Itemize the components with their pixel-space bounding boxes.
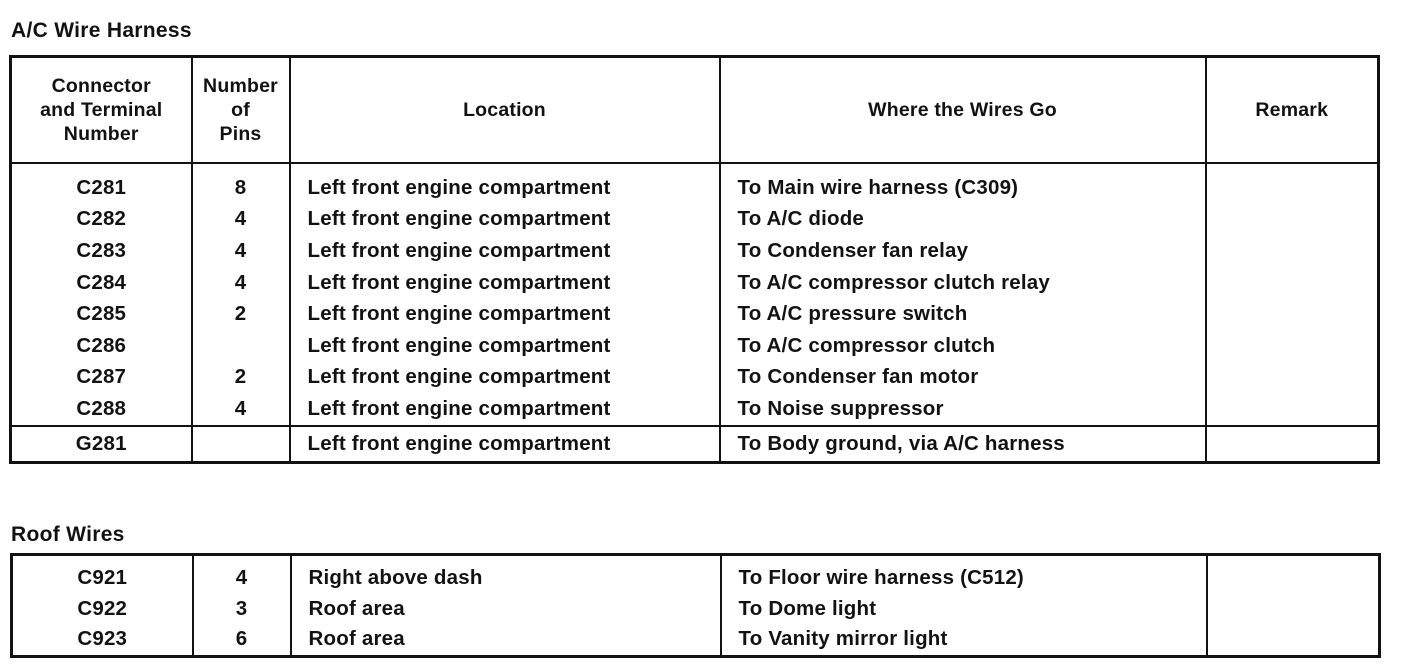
cell-line-number-of-pins: 3 bbox=[235, 596, 248, 620]
cell-line-remark bbox=[1207, 330, 1378, 362]
cell-line-location: Left front engine compartment bbox=[307, 431, 611, 455]
cell-line-connector-number: C282 bbox=[76, 207, 127, 231]
cell-line-remark bbox=[1207, 427, 1378, 461]
cell-line-location: Right above dash bbox=[308, 566, 483, 590]
cell-line-remark bbox=[1207, 172, 1378, 204]
cell-where-wires-go: To Body ground, via A/C harness bbox=[718, 424, 1207, 464]
cell-line-connector-number: C921 bbox=[77, 566, 128, 590]
cell-number-of-pins bbox=[190, 424, 291, 464]
column-header-remark: Remark bbox=[1204, 55, 1380, 164]
cell-line-connector-number: C283 bbox=[76, 238, 127, 262]
cell-line-location: Left front engine compartment bbox=[307, 207, 611, 231]
cell-connector-number: G281 bbox=[9, 424, 193, 464]
cell-line-location: Roof area bbox=[308, 596, 405, 620]
cell-line-location: Left front engine compartment bbox=[307, 302, 611, 326]
cell-line-location: Left front engine compartment bbox=[307, 396, 611, 420]
section-title-roof-wires: Roof Wires bbox=[11, 523, 125, 547]
cell-line-remark bbox=[1207, 298, 1378, 330]
cell-line-connector-number: C281 bbox=[76, 175, 127, 199]
column-header-location: Location bbox=[288, 55, 721, 164]
cell-line-number-of-pins bbox=[193, 427, 289, 461]
cell-number-of-pins: 8 4 4 4 2 2 4 bbox=[190, 162, 291, 427]
cell-line-where-wires-go: To A/C diode bbox=[737, 207, 865, 231]
cell-line-remark bbox=[1207, 204, 1378, 236]
ground-row: G281 Left front engine compartment To Bod… bbox=[9, 424, 1380, 464]
column-header-connector-number: Connector and Terminal Number bbox=[9, 55, 193, 164]
cell-line-location: Left front engine compartment bbox=[307, 365, 611, 389]
cell-line-location: Roof area bbox=[308, 627, 405, 651]
cell-line-connector-number: C922 bbox=[77, 596, 128, 620]
cell-line-where-wires-go: To Vanity mirror light bbox=[738, 627, 948, 651]
cell-line-location: Left front engine compartment bbox=[307, 238, 611, 262]
cell-line-where-wires-go: To Dome light bbox=[738, 596, 877, 620]
cell-line-connector-number: G281 bbox=[75, 431, 127, 455]
cell-line-where-wires-go: To Body ground, via A/C harness bbox=[737, 431, 1065, 455]
cell-line-number-of-pins bbox=[193, 330, 289, 362]
cell-line-remark bbox=[1208, 594, 1379, 625]
cell-line-number-of-pins: 4 bbox=[234, 238, 247, 262]
cell-remark bbox=[1204, 424, 1380, 464]
cell-line-where-wires-go: To A/C pressure switch bbox=[737, 302, 968, 326]
cell-line-number-of-pins: 4 bbox=[234, 270, 247, 294]
cell-line-where-wires-go: To Condenser fan motor bbox=[737, 365, 979, 389]
cell-line-number-of-pins: 4 bbox=[234, 207, 247, 231]
cell-line-location: Left front engine compartment bbox=[307, 333, 611, 357]
cell-line-number-of-pins: 4 bbox=[234, 396, 247, 420]
cell-remark bbox=[1204, 162, 1380, 427]
cell-number-of-pins: 4 3 6 bbox=[191, 553, 292, 658]
cell-line-where-wires-go: To A/C compressor clutch bbox=[737, 333, 996, 357]
cell-line-connector-number: C923 bbox=[77, 627, 128, 651]
cell-line-location: Left front engine compartment bbox=[307, 175, 611, 199]
cell-line-connector-number: C286 bbox=[76, 333, 127, 357]
cell-line-number-of-pins: 8 bbox=[234, 175, 247, 199]
cell-line-remark bbox=[1207, 267, 1378, 299]
cell-line-remark bbox=[1207, 235, 1378, 267]
cell-line-number-of-pins: 2 bbox=[234, 302, 247, 326]
column-header-number-of-pins: Number of Pins bbox=[190, 55, 291, 164]
cell-line-number-of-pins: 2 bbox=[234, 365, 247, 389]
cell-line-remark bbox=[1208, 563, 1379, 594]
cell-line-remark bbox=[1207, 393, 1378, 425]
cell-line-connector-number: C284 bbox=[76, 270, 127, 294]
cell-line-where-wires-go: To Floor wire harness (C512) bbox=[738, 566, 1024, 590]
cell-line-where-wires-go: To Main wire harness (C309) bbox=[737, 175, 1019, 199]
cell-where-wires-go: To Floor wire harness (C512) To Dome ligh… bbox=[719, 553, 1208, 658]
column-header-where-wires-go: Where the Wires Go bbox=[718, 55, 1207, 164]
cell-line-where-wires-go: To Noise suppressor bbox=[737, 396, 944, 420]
cell-line-where-wires-go: To Condenser fan relay bbox=[737, 238, 969, 262]
cell-location: Left front engine compartment bbox=[288, 424, 721, 464]
cell-line-remark bbox=[1208, 624, 1379, 655]
section-title-ac-wire-harness: A/C Wire Harness bbox=[11, 19, 192, 43]
cell-line-location: Left front engine compartment bbox=[307, 270, 611, 294]
cell-line-remark bbox=[1207, 362, 1378, 394]
cell-remark bbox=[1205, 553, 1381, 658]
cell-line-connector-number: C288 bbox=[76, 396, 127, 420]
cell-line-where-wires-go: To A/C compressor clutch relay bbox=[737, 270, 1050, 294]
cell-line-number-of-pins: 4 bbox=[235, 566, 248, 590]
cell-line-connector-number: C285 bbox=[76, 302, 127, 326]
cell-line-connector-number: C287 bbox=[76, 365, 127, 389]
cell-line-number-of-pins: 6 bbox=[235, 627, 248, 651]
